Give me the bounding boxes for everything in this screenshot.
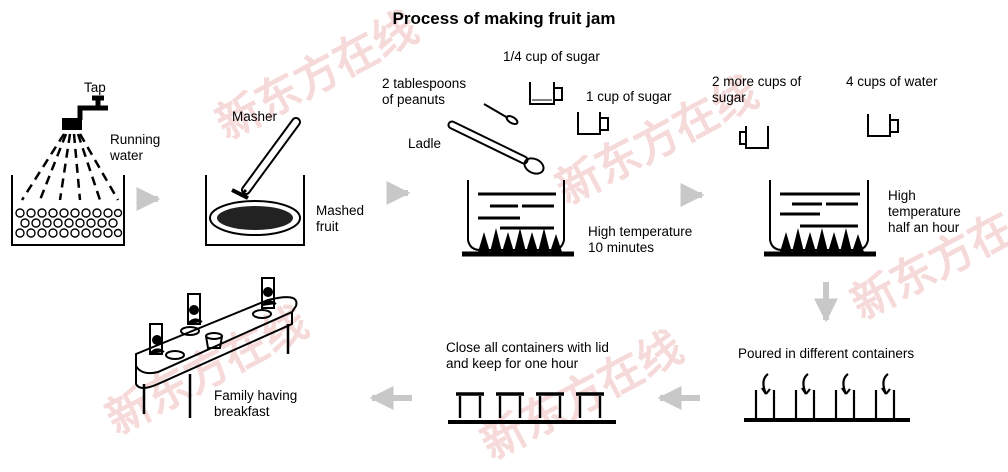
page-title: Process of making fruit jam xyxy=(392,9,616,28)
cup-icon xyxy=(739,126,769,149)
pot-contents xyxy=(478,192,556,230)
container-icon xyxy=(834,373,856,418)
water-label: 4 cups of water xyxy=(846,74,938,89)
pour-label: Poured in different containers xyxy=(738,346,915,361)
lidded-container-icon xyxy=(536,392,564,418)
plate-icon xyxy=(165,350,185,360)
tap-icon xyxy=(77,95,108,120)
mashed-fruit-icon xyxy=(209,200,301,236)
washing-step xyxy=(11,95,125,246)
process-diagram xyxy=(11,82,910,424)
one-cup-sugar-label: 1 cup of sugar xyxy=(586,89,672,104)
quarter-cup-sugar-label: 1/4 cup of sugar xyxy=(503,49,600,64)
ladle-icon xyxy=(447,120,545,175)
peanut-spoon-icon xyxy=(483,103,519,125)
masher-icon xyxy=(231,117,301,200)
container-icon xyxy=(754,373,776,418)
mashing-step xyxy=(205,117,305,246)
breakfast-step xyxy=(135,277,298,418)
jar-icon xyxy=(205,332,223,349)
chair-icon xyxy=(149,323,165,355)
lidded-container-icon xyxy=(456,392,484,418)
plate-icon xyxy=(180,326,200,336)
tap-outlet xyxy=(62,118,82,130)
tap-label: Tap xyxy=(84,80,106,95)
quarter-cup-icon xyxy=(529,82,563,105)
water-spray-icon xyxy=(20,133,120,201)
cup-icon xyxy=(867,114,899,137)
ladle-label: Ladle xyxy=(408,136,442,151)
chair-icon xyxy=(261,277,277,309)
container-icon xyxy=(874,373,896,418)
masher-label: Masher xyxy=(232,109,278,124)
lidded-container-icon xyxy=(496,392,524,418)
cup-icon xyxy=(577,112,609,135)
bowl-icon xyxy=(205,175,305,246)
fruit-icon xyxy=(15,208,123,238)
flame-icon xyxy=(780,228,864,252)
bowl-icon xyxy=(11,175,125,246)
pot-contents xyxy=(780,192,860,228)
flame-icon xyxy=(478,228,562,252)
plate-icon xyxy=(252,309,272,319)
lidded-container-icon xyxy=(576,392,604,418)
first-boil-step xyxy=(447,82,609,257)
closing-step xyxy=(448,392,616,424)
second-boil-step xyxy=(739,114,899,257)
chair-icon xyxy=(187,293,203,325)
pouring-step xyxy=(744,373,910,422)
container-icon xyxy=(794,373,816,418)
